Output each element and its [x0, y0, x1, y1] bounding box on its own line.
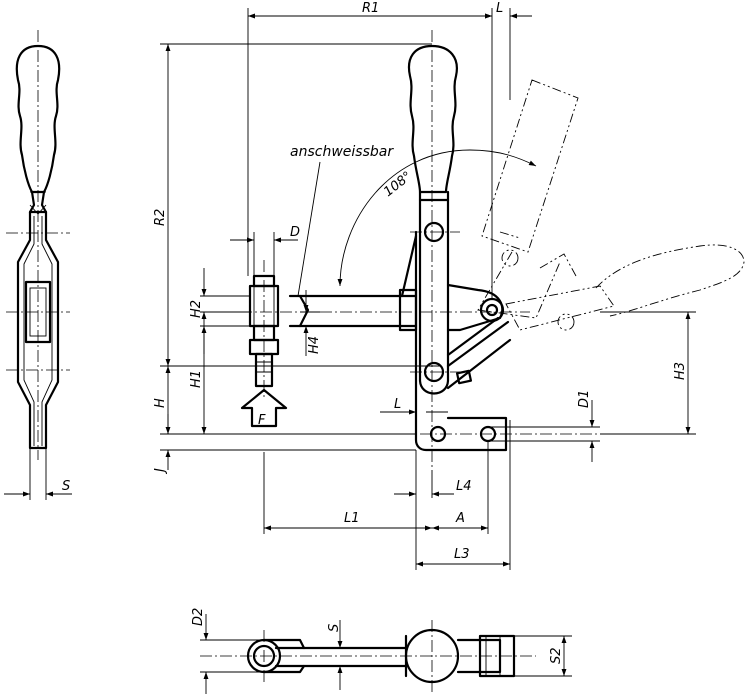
phantom-lever-upper: [477, 79, 579, 319]
dim-h3-label: H3: [673, 362, 688, 380]
dim-l4-label: L4: [456, 479, 472, 494]
dim-h-label: H: [153, 398, 168, 408]
top-view: D2 S S2: [191, 608, 572, 694]
dim-h1-label: H1: [189, 370, 204, 388]
side-s-label: S: [62, 479, 70, 494]
dim-l-top-label: L: [496, 1, 503, 16]
front-clamp-arm: [298, 294, 418, 328]
phantom-lever-lower: [505, 244, 745, 331]
dim-l3-label: L3: [454, 547, 470, 562]
dim-r1-label: R1: [362, 1, 379, 16]
front-lever-arm: [418, 190, 450, 202]
dim-d-label: D: [290, 225, 300, 240]
force-arrow: [240, 388, 288, 428]
front-view: F 108° anschweissbar: [153, 1, 745, 570]
dim-d1-label: D1: [577, 390, 592, 408]
side-view: S: [4, 30, 72, 500]
dim-l1-label: L1: [344, 511, 360, 526]
dim-s-top-label: S: [327, 624, 342, 632]
dim-r2-label: R2: [153, 209, 168, 226]
side-body: [16, 210, 60, 450]
dim-h4-label: H4: [307, 336, 322, 354]
dim-l-mid-label: L: [394, 397, 401, 412]
front-handle-grip: [407, 44, 458, 194]
weldable-note: anschweissbar: [290, 144, 394, 160]
dim-s2-label: S2: [549, 647, 564, 664]
top-arm: [274, 646, 408, 668]
front-base-plate: [414, 230, 508, 452]
force-label: F: [258, 413, 266, 428]
dim-d2-label: D2: [191, 608, 206, 626]
dim-j-label: J: [153, 468, 168, 475]
angle-label: 108°: [381, 169, 415, 200]
dim-a-label: A: [455, 511, 465, 526]
dim-h2-label: H2: [189, 300, 204, 318]
